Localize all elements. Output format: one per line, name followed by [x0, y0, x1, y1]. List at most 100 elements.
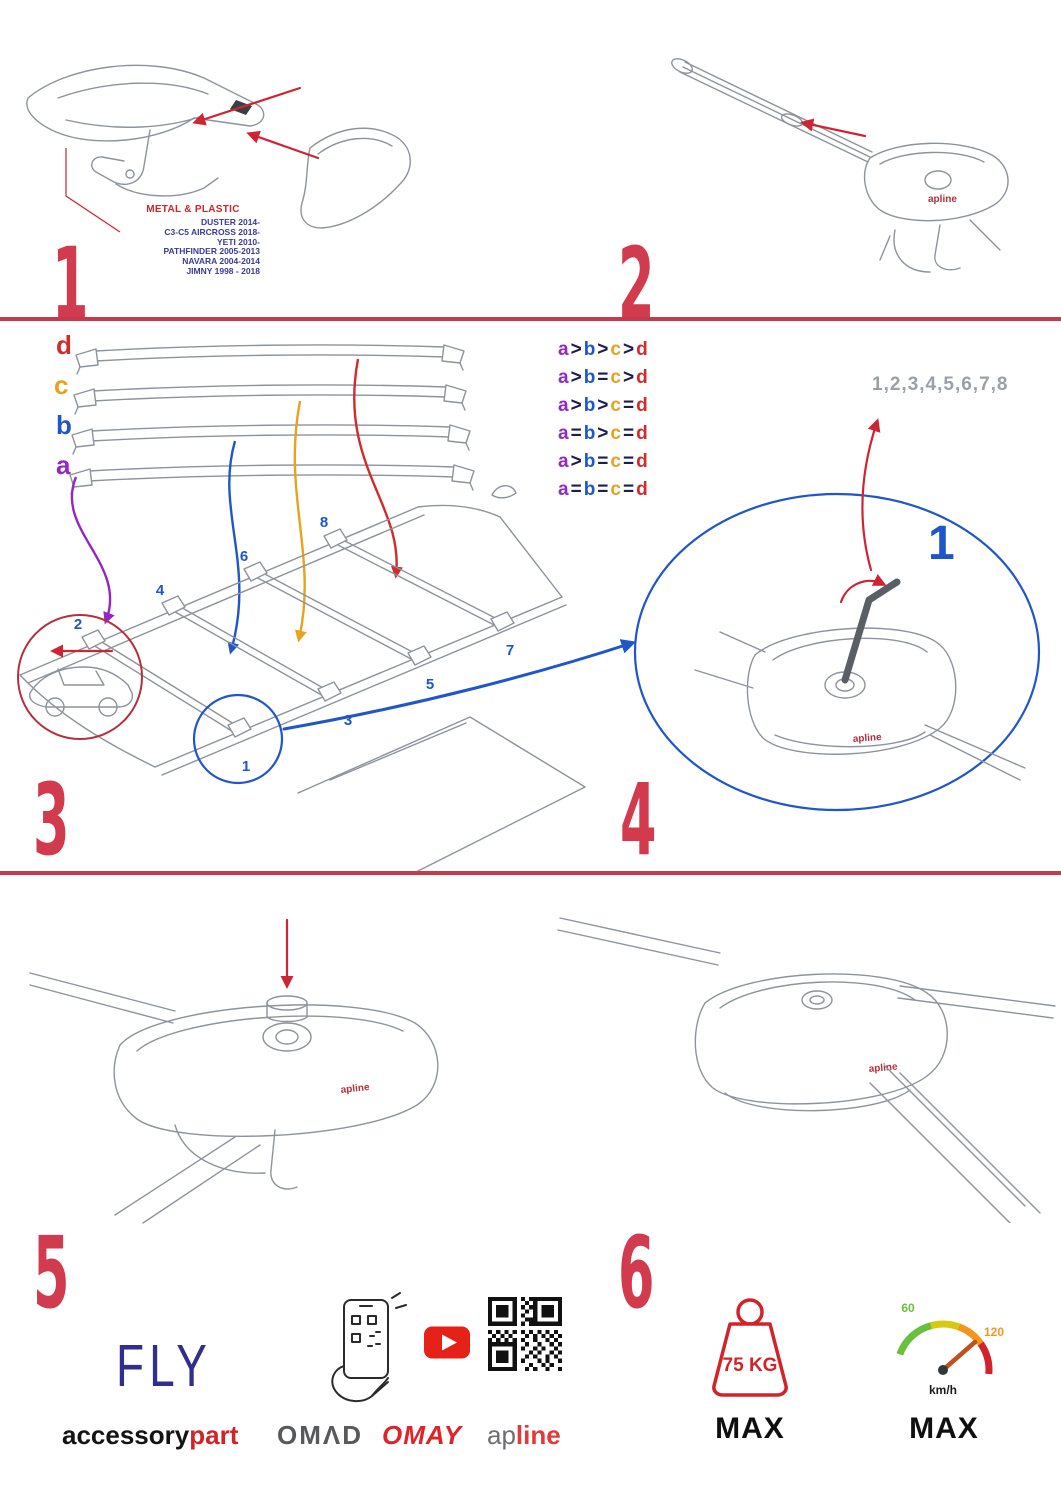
leader-d [353, 358, 403, 579]
accessorypart-logo-black: accessory [62, 1420, 190, 1450]
step6-mounted-illustration: apline [557, 917, 1056, 1223]
comparison-line-1: a>b>c>d [558, 339, 648, 360]
speedometer-icon: 60 120 km/h [896, 1301, 1004, 1397]
step4-number: 4 [620, 764, 656, 879]
fly-logo: FLY [116, 1331, 212, 1399]
windshield [297, 716, 586, 872]
leader-a [70, 476, 115, 625]
step5-number: 5 [33, 1217, 69, 1332]
comparison-line-6: a=b=c=d [558, 479, 648, 500]
clamp-hook [91, 129, 219, 197]
bar-d [75, 344, 465, 375]
crossbar [557, 917, 1056, 1019]
comparison-line-4: a=b>c=d [558, 423, 648, 444]
comparison-line-5: a>b=c=d [558, 451, 648, 472]
bar-c [73, 384, 467, 415]
bar-label-c: c [54, 370, 69, 400]
youtube-icon [424, 1326, 470, 1359]
weight-value: 75 KG [723, 1355, 778, 1376]
max-weight-icon: 75 KG [712, 1298, 788, 1397]
roof-crossbar-3 [243, 561, 432, 666]
foot-topview: apline [694, 627, 1026, 781]
bar-label-b: b [56, 410, 72, 440]
position-3: 3 [344, 712, 352, 729]
step6-number: 6 [618, 1217, 654, 1332]
step5-cap-illustration: apline [29, 918, 439, 1224]
position-1: 1 [242, 758, 250, 775]
step2-bar-end-illustration: apline [671, 58, 1009, 273]
leader-c [293, 400, 307, 643]
omad-logo: OMΛD [277, 1420, 363, 1450]
red-arrows [65, 86, 320, 233]
speed-unit-label: km/h [929, 1383, 957, 1397]
size-comparison-list: a>b>c>d a>b=c>d a>b>c=d a=b>c=d a>b=c=d … [558, 336, 648, 504]
crossbar [671, 58, 873, 163]
foot-body: apline [113, 1004, 439, 1190]
vehicle-item: PATHFINDER 2005-2013 [163, 246, 260, 257]
foot-assembly: apline [863, 142, 1009, 273]
qr-code [488, 1297, 562, 1371]
vehicle-item: C3-C5 AIRCROSS 2018- [164, 226, 260, 237]
antenna-fin [491, 485, 517, 499]
omay-logo: OMAY [382, 1420, 463, 1450]
bar-label-d: d [56, 330, 72, 360]
phone-scan-icon [331, 1292, 407, 1402]
section-divider [0, 871, 1061, 875]
speed-max-value-label: 120 [984, 1325, 1004, 1339]
magnify-arrow [282, 639, 637, 731]
leader-b [227, 440, 241, 655]
cover-piece [300, 127, 411, 229]
comparison-line-2: a>b=c>d [558, 367, 648, 388]
roof-crossbar-4 [323, 528, 515, 632]
vehicle-item: NAVARA 2004-2014 [182, 256, 260, 267]
apline-logo-gray: ap [487, 1420, 516, 1450]
vehicle-list: DUSTER 2014- C3-C5 AIRCROSS 2018- YETI 2… [118, 217, 268, 277]
speed-max-label: MAX [909, 1412, 979, 1445]
position-8: 8 [320, 514, 328, 531]
step4-tightening-illustration: apline [633, 418, 1041, 812]
position-5: 5 [426, 676, 434, 693]
vehicle-item: JIMNY 1998 - 2018 [186, 265, 260, 276]
weight-max-label: MAX [715, 1412, 785, 1445]
start-position-callout: 1 [928, 517, 955, 570]
car-orientation-badge [17, 614, 143, 740]
step1-clamp-illustration [26, 64, 411, 233]
crossbar [29, 972, 176, 1024]
sequence-arrow [861, 418, 881, 572]
brand-small-label: apline [852, 732, 882, 745]
position-7: 7 [506, 642, 514, 659]
step3-number: 3 [33, 764, 69, 879]
apline-logo: apline [487, 1420, 561, 1451]
comparison-line-3: a>b>c=d [558, 395, 648, 416]
bar-a [69, 464, 475, 495]
step1-vehicle-info: METAL & PLASTIC DUSTER 2014- C3-C5 AIRCR… [118, 204, 268, 277]
zoom-circle [633, 492, 1041, 812]
position1-highlight-circle [192, 693, 284, 785]
bar-label-a: a [56, 450, 71, 480]
section-divider [0, 317, 1061, 321]
allen-key [841, 578, 901, 684]
step3-roof-illustration: 2 4 6 8 1 3 5 7 [17, 344, 637, 872]
foot-body: apline [694, 973, 948, 1112]
position-4: 4 [156, 582, 165, 599]
apline-logo-red: line [515, 1420, 561, 1450]
roof-rail [114, 1136, 261, 1224]
brand-small-label: apline [868, 1061, 898, 1075]
bar-b [71, 424, 471, 455]
brand-small-label: apline [928, 194, 957, 205]
vehicle-item: YETI 2010- [217, 236, 260, 247]
accessorypart-logo-red: part [189, 1420, 239, 1450]
vehicle-item: DUSTER 2014- [200, 217, 260, 227]
tightening-sequence: 1,2,3,4,5,6,7,8 [872, 374, 1009, 395]
roof-crossbar-1 [81, 629, 252, 738]
roof-rail [869, 1065, 1041, 1223]
material-label: METAL & PLASTIC [146, 204, 240, 215]
needle [940, 1339, 978, 1373]
position-6: 6 [240, 548, 248, 565]
brand-small-label: apline [340, 1082, 370, 1096]
rotation-arrow [839, 573, 887, 604]
insert-arrow [800, 118, 867, 138]
foot-body [26, 64, 265, 142]
speed-min-label: 60 [901, 1301, 915, 1315]
